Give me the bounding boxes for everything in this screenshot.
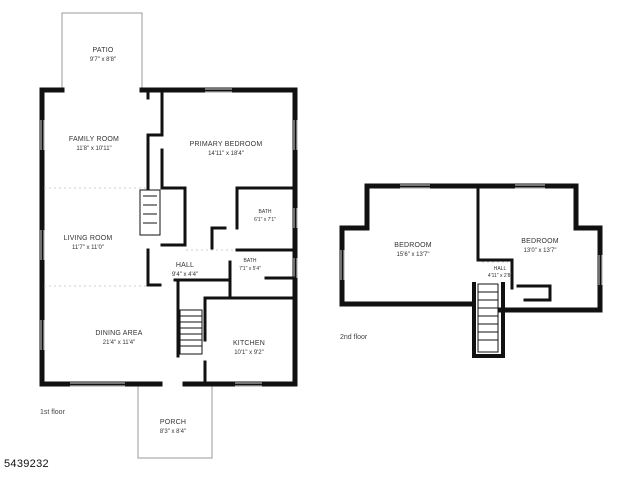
room-name-bedroom-1: BEDROOM (394, 242, 432, 249)
second-floor-interior-walls (476, 186, 552, 302)
first-floor-interior-walls (146, 90, 295, 384)
first-floor-windows (40, 88, 298, 387)
room-name-porch: PORCH (160, 419, 186, 426)
room-dims-patio: 9'7" x 8'8" (90, 57, 116, 63)
room-name-bedroom-2: BEDROOM (521, 238, 559, 245)
porch-outline (137, 386, 213, 459)
second-floor-windows (340, 184, 603, 285)
room-name-hall-2: HALL (494, 266, 507, 272)
room-dims-primary-bedroom: 14'11" x 18'4" (208, 151, 244, 157)
room-name-primary-bedroom: PRIMARY BEDROOM (190, 141, 263, 148)
room-dims-living: 11'7" x 11'0" (72, 245, 104, 251)
room-name-kitchen: KITCHEN (233, 340, 265, 347)
room-name-bath-1: BATH (259, 209, 272, 215)
room-dims-porch: 8'3" x 8'4" (160, 429, 186, 435)
first-floor-stairs (179, 309, 203, 355)
room-name-dining: DINING AREA (95, 330, 142, 337)
room-dims-dining: 21'4" x 11'4" (103, 340, 135, 346)
second-floor-room-labels: BEDROOM 15'6" x 13'7" BEDROOM 13'0" x 13… (394, 238, 559, 279)
room-dims-family: 11'8" x 10'11" (76, 146, 111, 152)
room-dims-kitchen: 10'1" x 9'2" (234, 350, 264, 356)
room-dims-bath-2: 7'1" x 5'4" (239, 266, 261, 272)
first-floor-label: 1st floor (40, 409, 66, 416)
room-name-patio: PATIO (93, 47, 114, 54)
first-floor-exterior-walls (39, 87, 298, 387)
second-floor-exterior-walls (339, 183, 603, 313)
room-name-hall: HALL (176, 262, 194, 269)
first-floor-room-labels: PATIO 9'7" x 8'8" FAMILY ROOM 11'8" x 10… (64, 47, 277, 435)
second-floor-stairs (472, 282, 505, 358)
room-dims-hall: 9'4" x 4'4" (172, 272, 198, 278)
fireplace (139, 189, 161, 236)
patio-outline (61, 12, 143, 88)
first-floor-open-dividers (44, 187, 235, 287)
room-dims-bath-1: 6'1" x 7'1" (254, 217, 276, 223)
room-name-bath-2: BATH (244, 258, 257, 264)
room-dims-bedroom-1: 15'6" x 13'7" (397, 252, 430, 258)
room-dims-hall-2: 4'11" x 2'8" (488, 273, 512, 279)
room-dims-bedroom-2: 13'0" x 13'7" (524, 248, 557, 254)
listing-id: 5439232 (4, 458, 49, 470)
room-name-living: LIVING ROOM (64, 235, 113, 242)
room-name-family: FAMILY ROOM (69, 136, 119, 143)
second-floor-label: 2nd floor (340, 334, 368, 341)
